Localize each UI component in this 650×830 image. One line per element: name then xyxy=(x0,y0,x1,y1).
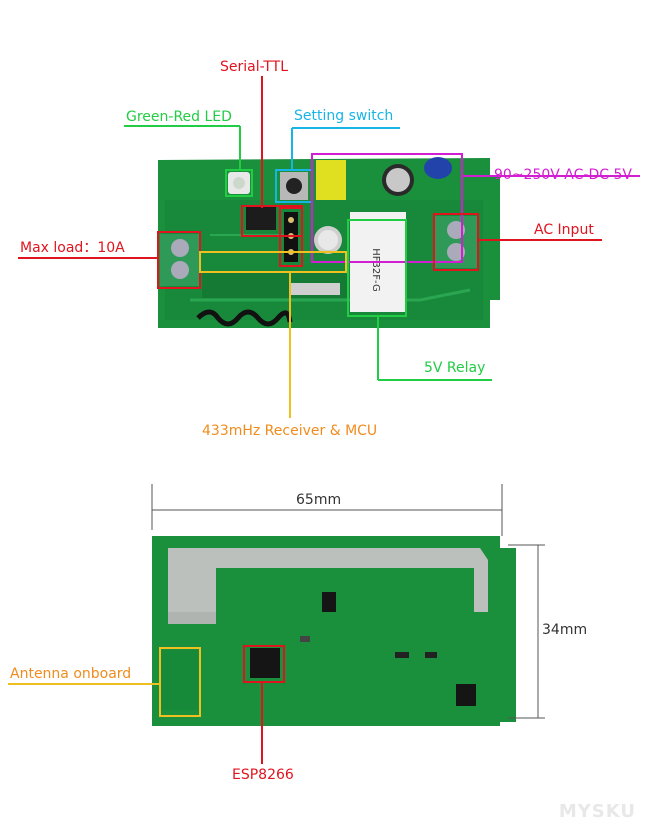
tact-switch xyxy=(280,172,308,200)
label-height-dim: 34mm xyxy=(542,622,588,638)
watermark-logo: MYSKU xyxy=(558,801,636,822)
label-green-red-led: Green-Red LED xyxy=(126,109,232,125)
led-component xyxy=(228,172,250,194)
label-serial-ttl: Serial-TTL xyxy=(220,59,289,75)
label-max-load: Max load：10A xyxy=(20,240,125,256)
label-esp8266: ESP8266 xyxy=(232,767,294,783)
dimension-lines xyxy=(151,484,545,719)
label-relay: 5V Relay xyxy=(424,360,486,376)
terminal-right xyxy=(435,216,477,268)
label-antenna: Antenna onboard xyxy=(10,666,132,682)
power-components xyxy=(314,157,452,254)
label-width-dim: 65mm xyxy=(296,492,342,508)
antenna-coil xyxy=(196,309,293,327)
annotations-bottom xyxy=(8,645,285,764)
receiver-module xyxy=(202,272,347,298)
bottom-pcb xyxy=(152,536,516,726)
relay-text: HF32F-G xyxy=(370,248,381,291)
label-ac-input: AC Input xyxy=(534,222,594,238)
annotations-top xyxy=(18,76,640,418)
terminal-left xyxy=(160,234,200,286)
mcu-chip xyxy=(246,206,276,230)
label-power-supply: 90~250V AC-DC 5V xyxy=(494,167,632,183)
label-setting-switch: Setting switch xyxy=(294,108,394,124)
label-receiver-mcu: 433mHz Receiver & MCU xyxy=(202,423,378,439)
